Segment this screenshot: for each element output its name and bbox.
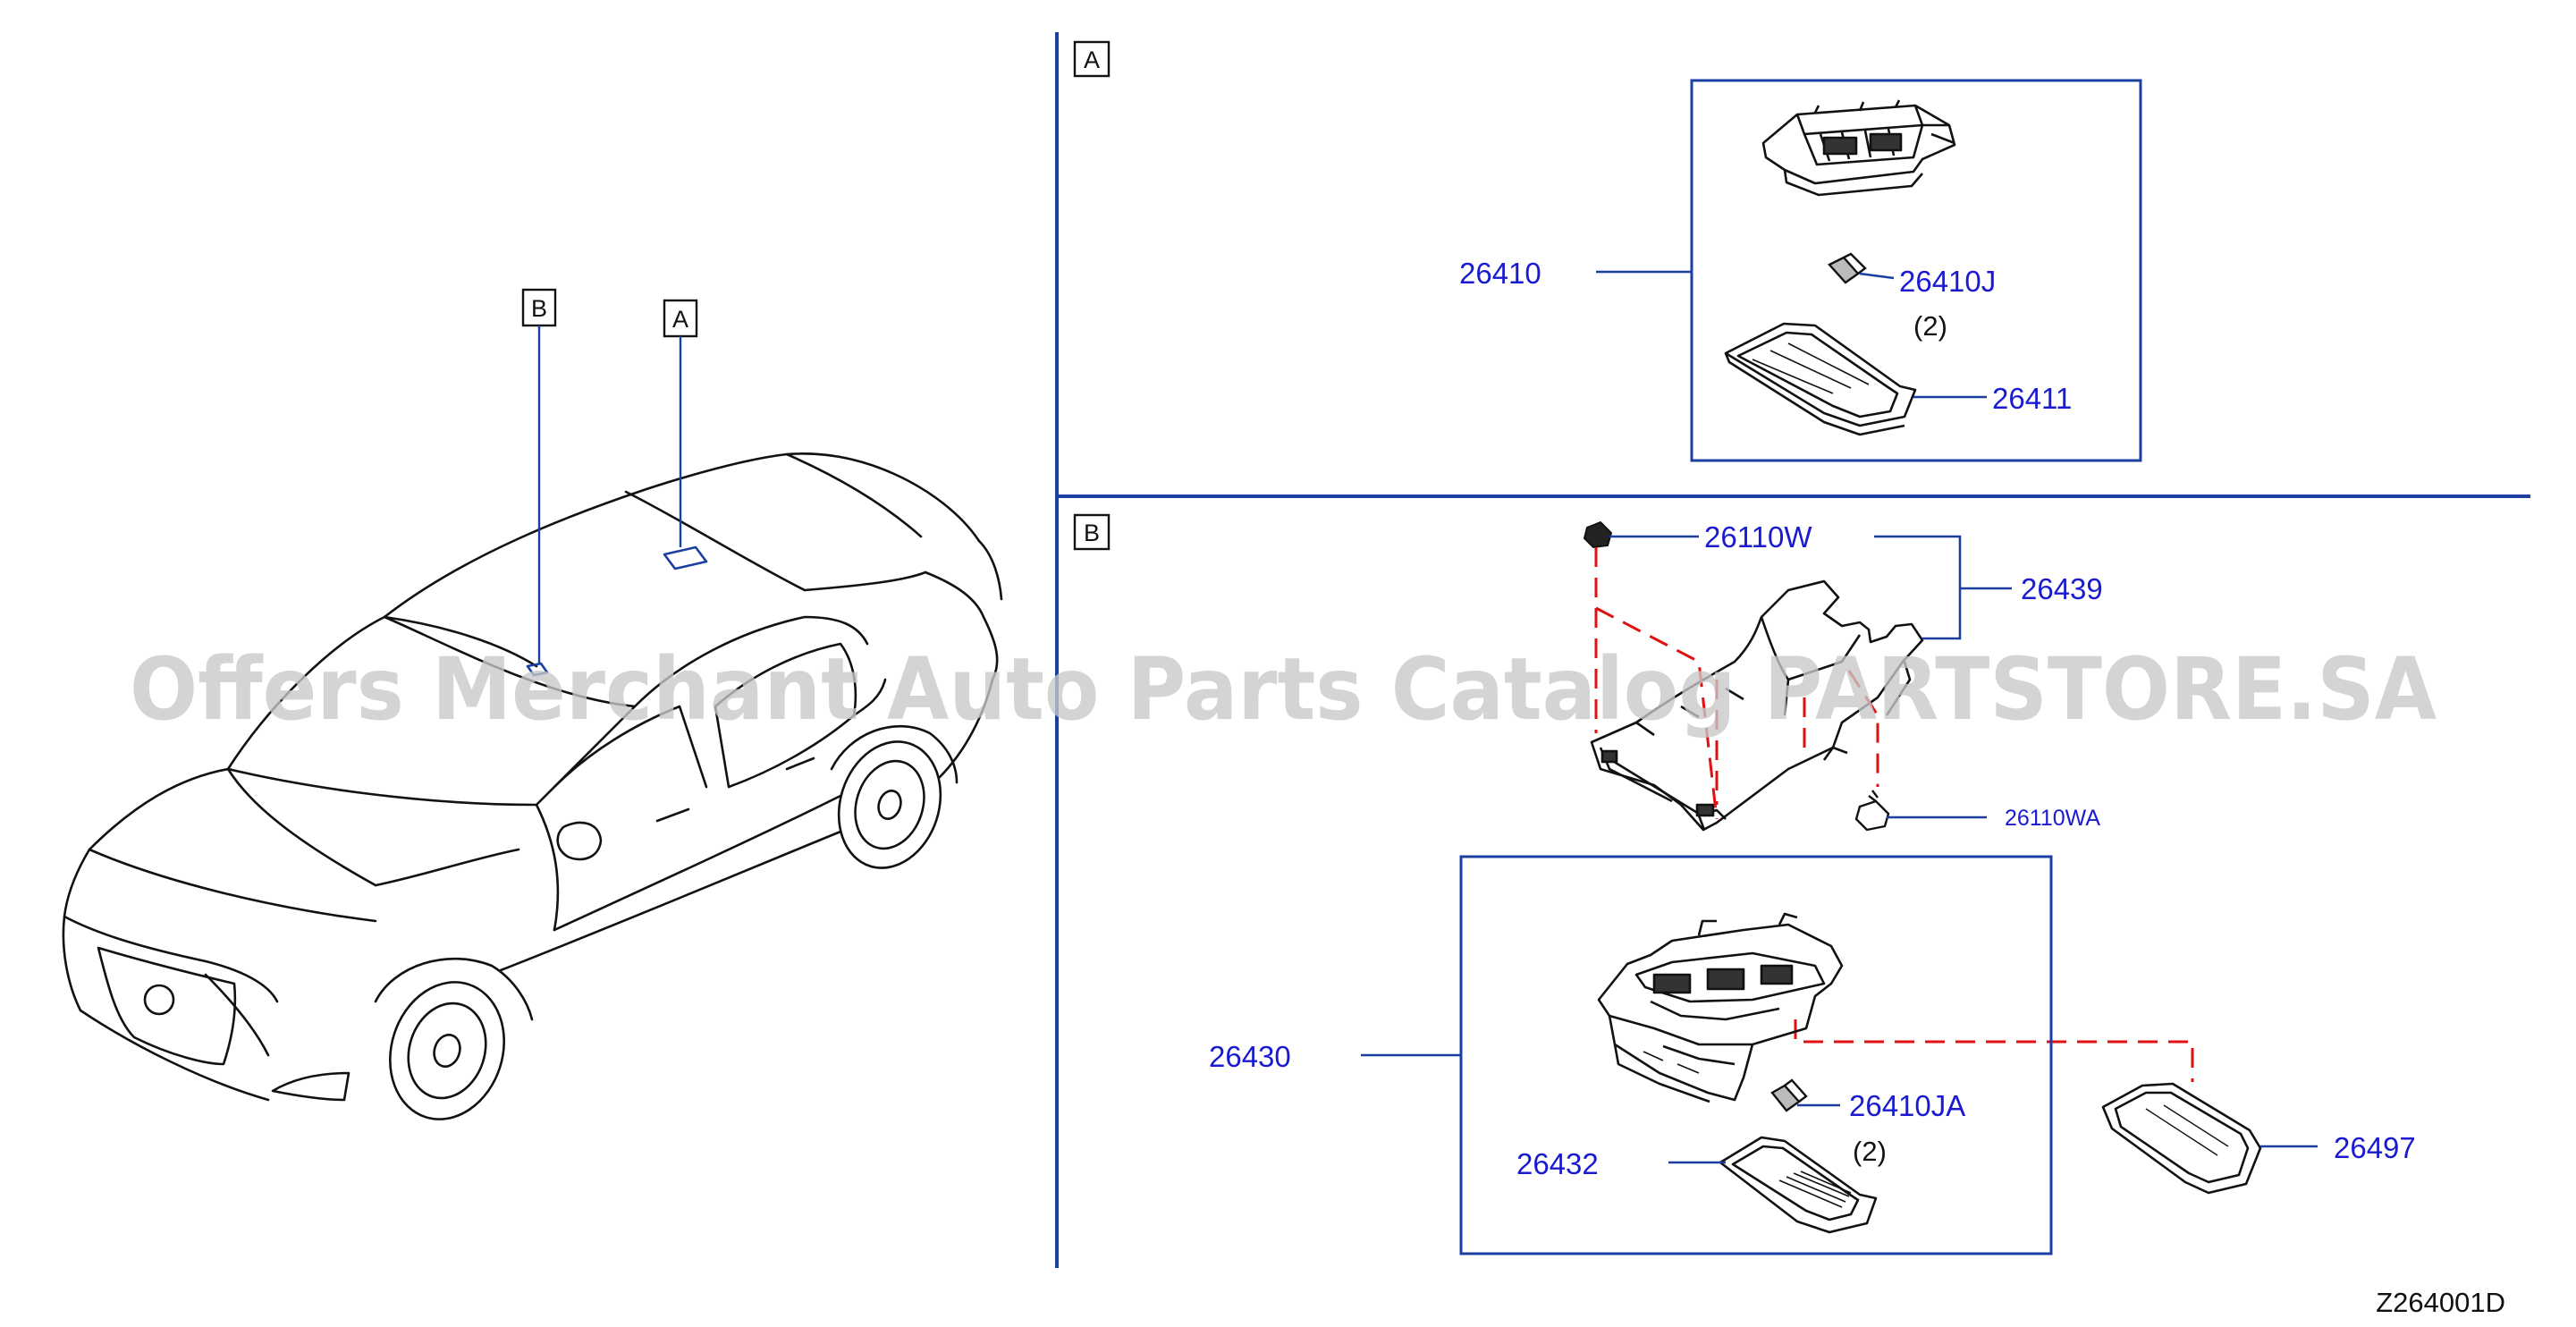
map-lamp-26430-drawing: [1597, 912, 1844, 1103]
part-26432[interactable]: 26432: [1516, 1147, 1599, 1180]
section-a-tag[interactable]: A: [1073, 40, 1111, 78]
bulb-26410JA-drawing: [1770, 1078, 1808, 1112]
lens-26497-drawing: [2101, 1082, 2262, 1195]
clip-26110WA-drawing: [1854, 790, 1890, 832]
part-26430[interactable]: 26430: [1209, 1040, 1291, 1073]
section-a-tag-label: A: [1084, 46, 1100, 73]
part-26439[interactable]: 26439: [2021, 572, 2103, 605]
leaders-section-a: [1596, 270, 1987, 399]
part-26110WA[interactable]: 26110WA: [2005, 806, 2100, 831]
group-box-26410: [1690, 79, 2142, 462]
bulb-26410J-drawing: [1828, 252, 1867, 284]
car-illustration: [62, 452, 1003, 1120]
bracket-26439-drawing: [1590, 579, 1924, 832]
watermark-text: Offers Merchant Auto Parts Catalog PARTS…: [130, 639, 2437, 740]
part-26410J-qty: (2): [1913, 310, 1947, 342]
section-b: B: [1073, 513, 2416, 1255]
group-box-26430: [1459, 855, 2053, 1255]
clip-26110W-drawing: [1583, 520, 1613, 549]
part-26110W[interactable]: 26110W: [1704, 520, 1812, 554]
part-26410JA-qty: (2): [1853, 1136, 1887, 1167]
car-callout-a-label: A: [672, 306, 688, 333]
car-callout-a[interactable]: A: [663, 299, 698, 547]
car-callout-b-label: B: [531, 295, 547, 322]
section-a: A: [1073, 40, 2142, 462]
part-26410[interactable]: 26410: [1459, 257, 1541, 290]
part-26411[interactable]: 26411: [1992, 382, 2072, 415]
section-b-tag-label: B: [1084, 520, 1100, 546]
lens-26432-drawing: [1719, 1136, 1878, 1234]
part-26410JA[interactable]: 26410JA: [1849, 1089, 1965, 1122]
section-b-tag[interactable]: B: [1073, 513, 1111, 551]
diagram-code: Z264001D: [2376, 1287, 2505, 1318]
leaders-section-b: [1361, 535, 2318, 1164]
car-callout-b[interactable]: B: [521, 288, 557, 664]
lens-26411-drawing: [1724, 322, 1917, 436]
panel-dividers: [1055, 32, 2530, 1268]
part-26497[interactable]: 26497: [2334, 1131, 2416, 1164]
map-lamp-26410-drawing: [1761, 99, 1956, 197]
part-26410J[interactable]: 26410J: [1899, 265, 1996, 298]
